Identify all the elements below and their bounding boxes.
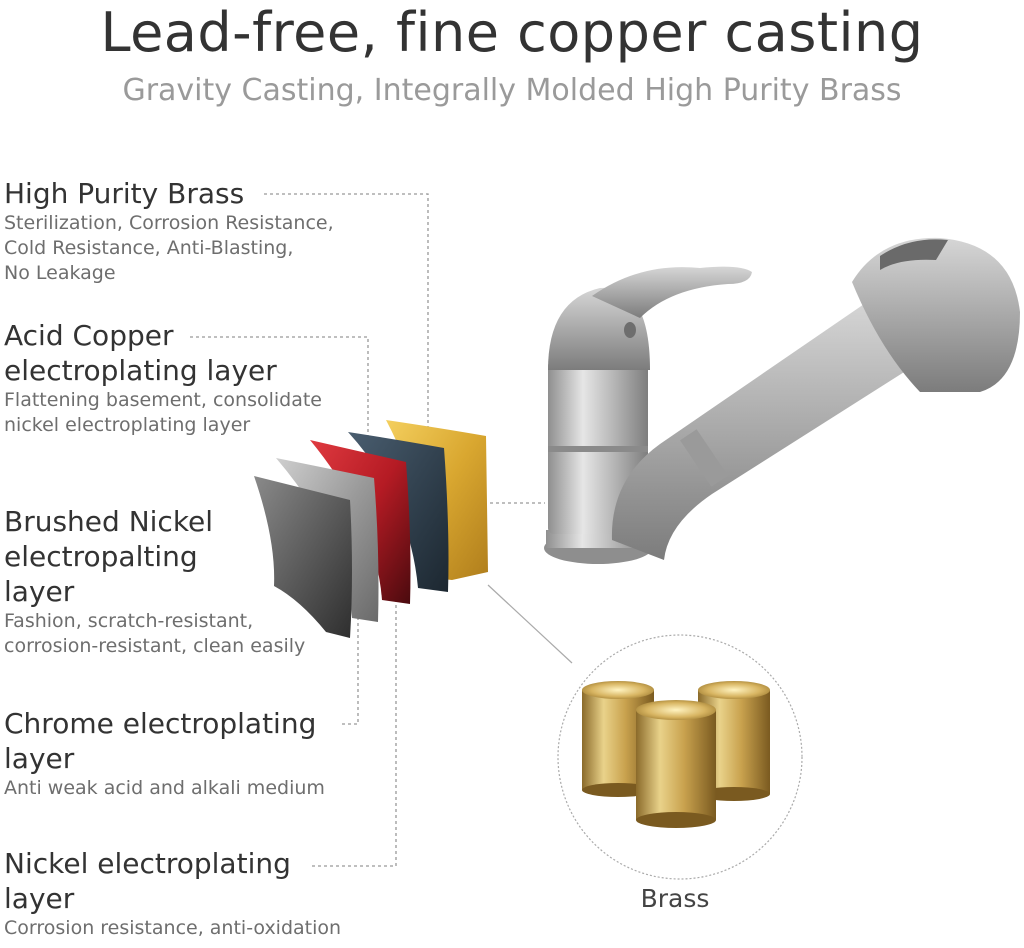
plate-brushed-nickel [310,440,411,604]
layer-name: electroplating layer [4,354,277,387]
layer-name: Chrome electroplating [4,707,317,740]
plate-nickel [254,476,352,638]
layer-name: Brushed Nickel [4,505,214,538]
brass-label: Brass [640,884,710,913]
layer-brushed-nickel: Brushed Nickel electropalting layer Fash… [4,504,305,659]
layer-name: Acid Copper [4,319,174,352]
layer-desc-line: Sterilization, Corrosion Resistance, [4,212,334,234]
layer-desc-line: Flattening basement, consolidate [4,389,322,411]
page-subtitle: Gravity Casting, Integrally Molded High … [122,73,902,108]
layer-high-purity-brass: High Purity Brass Sterilization, Corrosi… [4,176,334,286]
layer-desc-line: Corrosion resistance, anti-oxidation [4,917,342,939]
plate-chrome [276,458,379,622]
layer-name: layer [4,742,75,775]
layer-desc-line: Fashion, scratch-resistant, [4,610,254,632]
layer-desc-line: Cold Resistance, Anti-Blasting, [4,237,294,259]
layer-desc-line: No Leakage [4,262,116,284]
layer-name: Nickel electroplating [4,847,291,880]
layer-nickel: Nickel electroplating layer Corrosion re… [4,846,341,941]
layer-desc-line: nickel electroplating layer [4,414,251,436]
layer-name: High Purity Brass [4,177,245,210]
faucet-image [544,237,1020,564]
leader-line-nickel [312,596,397,867]
layer-name: electropalting [4,540,198,573]
layer-desc-line: Anti weak acid and alkali medium [4,777,325,799]
leader-line-brass-circle [487,584,573,664]
layer-chrome: Chrome electroplating layer Anti weak ac… [4,706,325,801]
leader-line-brass [264,193,429,430]
layer-name: layer [4,575,75,608]
layer-desc-line: corrosion-resistant, clean easily [4,635,306,657]
plate-acid-copper [348,432,449,592]
brass-cylinders-image [582,681,770,828]
layer-name: layer [4,882,75,915]
layer-acid-copper: Acid Copper electroplating layer Flatten… [4,318,322,438]
page-title: Lead-free, fine copper casting [100,1,924,64]
